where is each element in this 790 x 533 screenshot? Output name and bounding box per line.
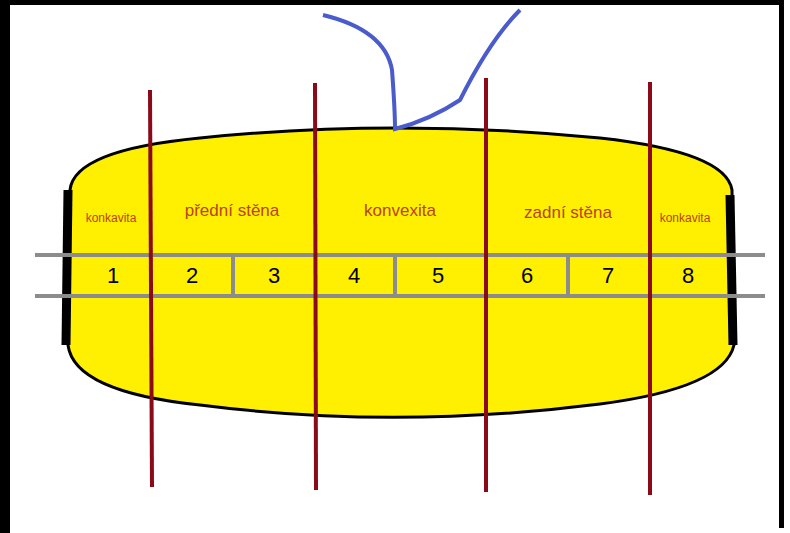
region-label: konkavita — [86, 212, 137, 225]
region-label: konkavita — [660, 212, 711, 225]
frame-right — [779, 0, 784, 528]
frame-top — [0, 0, 784, 5]
callout-number: 3 — [268, 264, 280, 288]
yellow-body — [68, 128, 734, 417]
grey-divider — [231, 255, 235, 296]
region-label: zadní stěna — [524, 204, 612, 223]
callout-number: 5 — [432, 264, 444, 288]
region-label: konvexita — [364, 202, 436, 221]
callout-number: 6 — [521, 264, 533, 288]
grey-line — [35, 294, 765, 298]
callout-number: 7 — [602, 264, 614, 288]
callout-number: 8 — [682, 264, 694, 288]
grey-line — [35, 253, 765, 257]
grey-divider — [393, 255, 397, 296]
body-edge-left — [66, 190, 68, 345]
red-divider — [315, 83, 316, 490]
red-divider — [648, 82, 652, 495]
callout-number: 1 — [107, 264, 119, 288]
frame-left — [0, 0, 10, 533]
body-edge-right — [730, 195, 733, 345]
region-label: přední stěna — [185, 202, 280, 221]
red-divider — [150, 90, 152, 487]
red-divider — [484, 78, 488, 492]
callout-number: 2 — [186, 264, 198, 288]
blue-cord — [323, 10, 520, 129]
grey-divider — [566, 255, 570, 296]
callout-number: 4 — [348, 264, 360, 288]
